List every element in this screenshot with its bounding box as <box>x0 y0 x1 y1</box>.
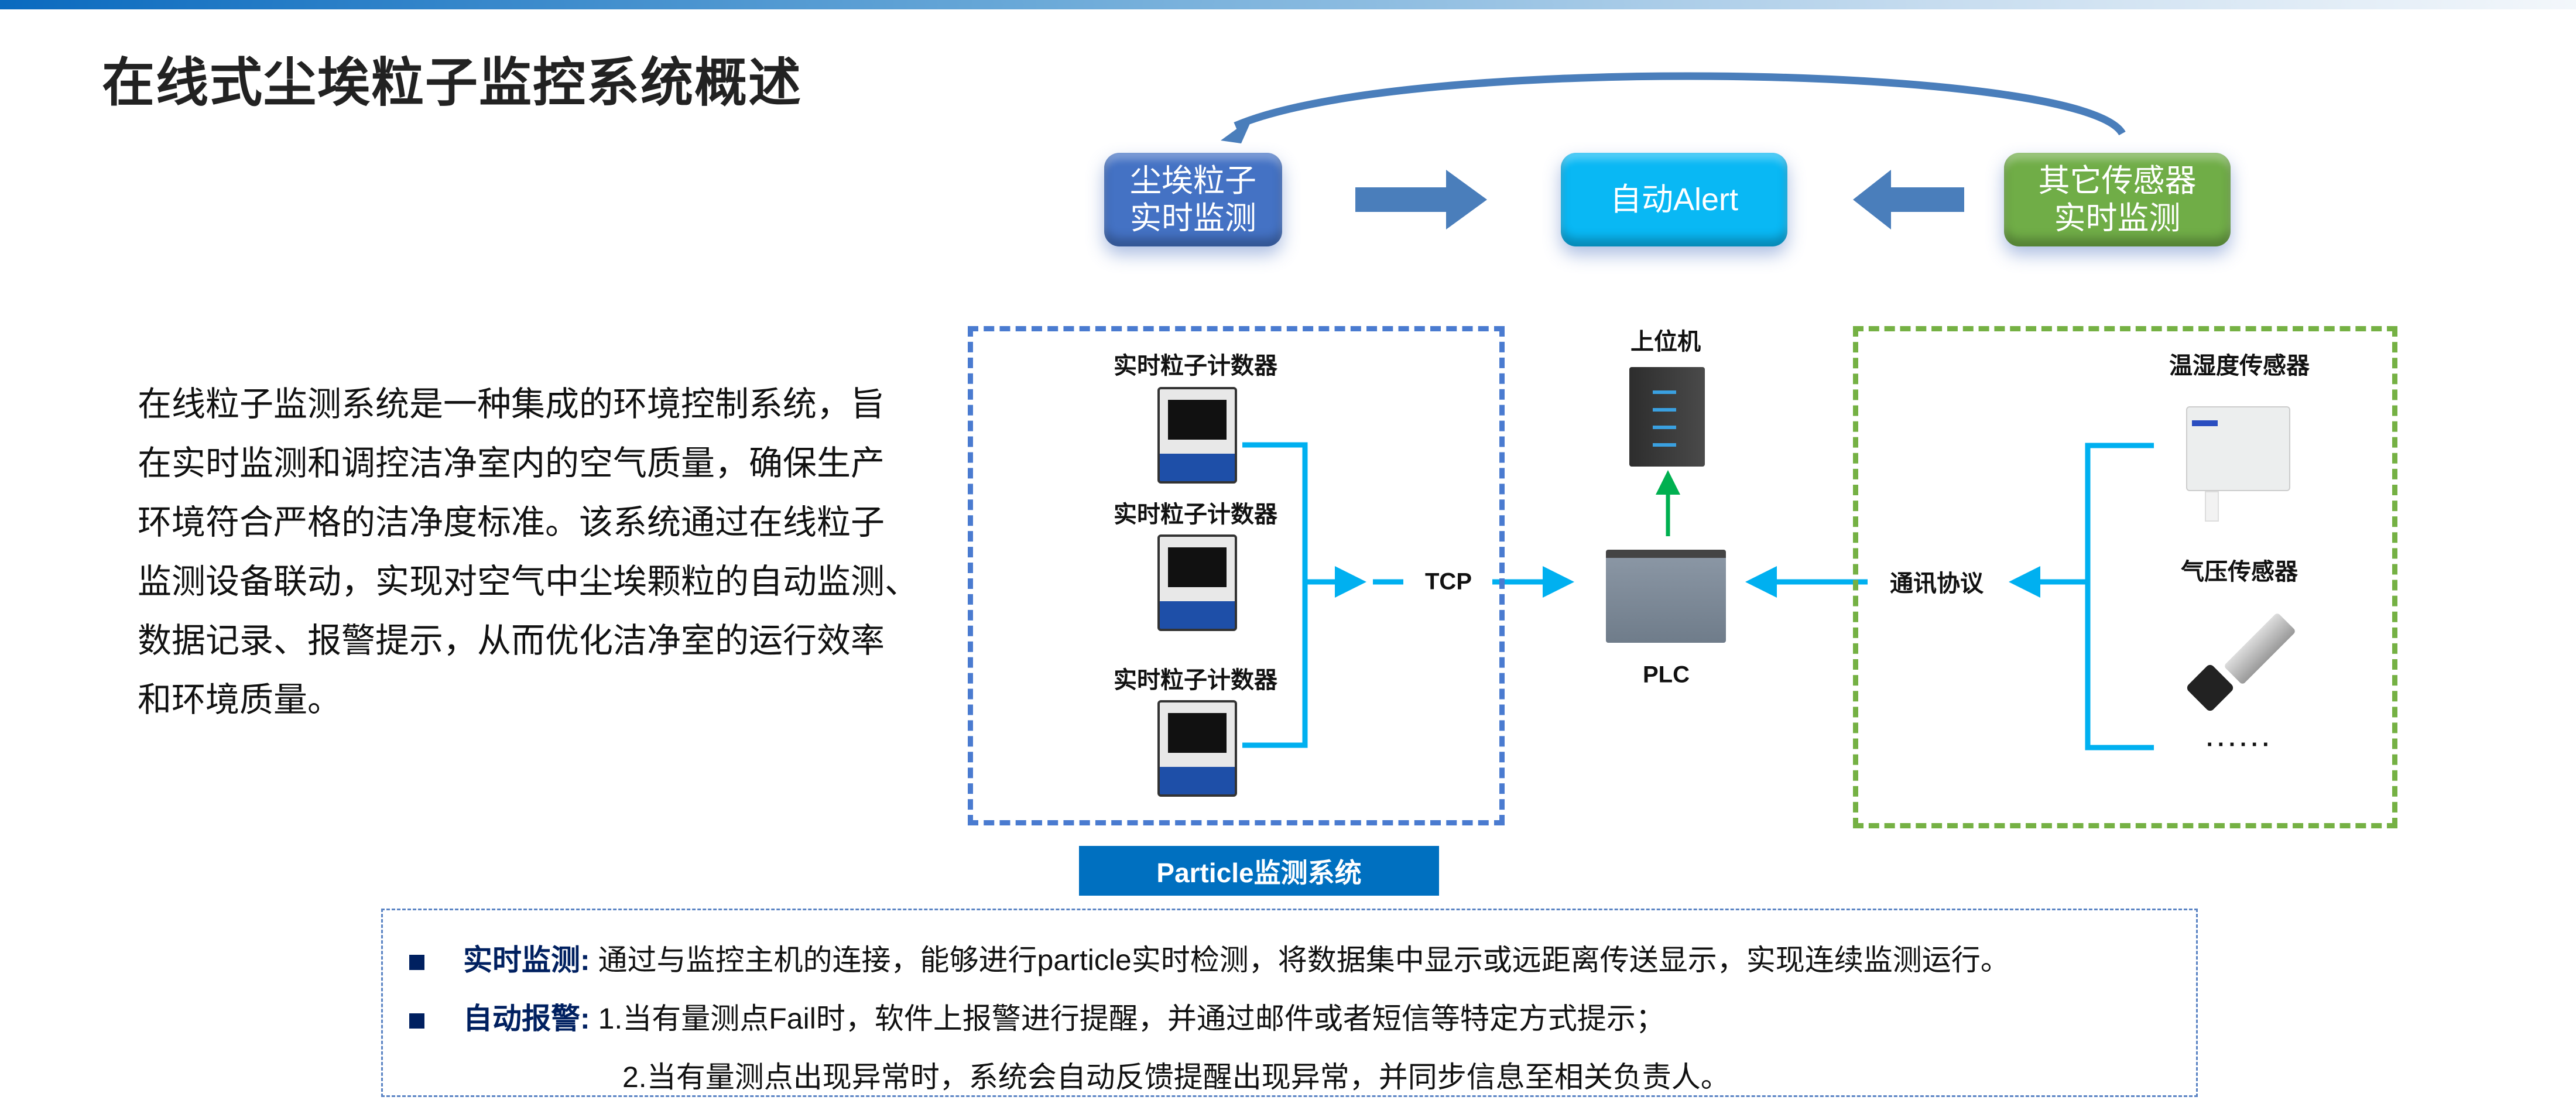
dust-particle-monitoring-box: 尘埃粒子 实时监测 <box>1104 153 1282 246</box>
feedback-arrowhead <box>1221 117 1253 143</box>
note-auto-alarm-2: 2.当有量测点出现异常时，系统会自动反馈提醒出现异常，并同步信息至相关负责人。 <box>622 1054 1730 1096</box>
note-text: 1.当有量测点Fail时，软件上报警进行提醒，并通过邮件或者短信等特定方式提示； <box>598 1002 1665 1035</box>
more-sensors-ellipsis: ...... <box>2206 725 2274 752</box>
tcp-label: TCP <box>1425 568 1472 595</box>
note-realtime-monitoring: 实时监测: 通过与监控主机的连接，能够进行particle实时检测，将数据集中显… <box>409 937 2010 979</box>
feature-notes-box: 实时监测: 通过与监控主机的连接，能够进行particle实时检测，将数据集中显… <box>381 909 2198 1097</box>
bullet-square-icon <box>409 954 424 970</box>
temp-humidity-sensor-icon <box>2186 406 2290 522</box>
counter-label: 实时粒子计数器 <box>1114 502 1277 527</box>
temp-humidity-sensor-label: 温湿度传感器 <box>2169 353 2310 379</box>
note-text: 通过与监控主机的连接，能够进行particle实时检测，将数据集中显示或远距离传… <box>598 944 2010 976</box>
counter-label: 实时粒子计数器 <box>1114 353 1277 379</box>
note-auto-alarm: 自动报警: 1.当有量测点Fail时，软件上报警进行提醒，并通过邮件或者短信等特… <box>409 995 1665 1037</box>
particle-system-label: Particle监测系统 <box>1079 846 1439 896</box>
box-line: 实时监测 <box>1130 201 1256 236</box>
pressure-sensor-icon <box>2181 588 2307 718</box>
note-text: 2.当有量测点出现异常时，系统会自动反馈提醒出现异常，并同步信息至相关负责人。 <box>622 1061 1730 1094</box>
bullet-square-icon <box>409 1013 424 1029</box>
top-accent-bar <box>0 0 2576 9</box>
page-title: 在线式尘埃粒子监控系统概述 <box>102 54 802 112</box>
paragraph-line: 在线粒子监测系统是一种集成的环境控制系统，旨 <box>138 385 885 423</box>
box-line: 尘埃粒子 <box>1130 163 1256 198</box>
particle-counter-device <box>1157 700 1237 797</box>
counter-label: 实时粒子计数器 <box>1114 667 1277 693</box>
auto-alert-box: 自动Alert <box>1561 153 1787 246</box>
pressure-sensor-label: 气压传感器 <box>2181 559 2298 585</box>
other-sensors-monitoring-box: 其它传感器 实时监测 <box>2004 153 2231 246</box>
server-icon <box>1629 367 1705 467</box>
paragraph-line: 数据记录、报警提示，从而优化洁净室的运行效率 <box>138 622 885 660</box>
particle-counter-device <box>1157 534 1237 631</box>
note-key: 自动报警: <box>463 1002 590 1035</box>
feedback-curve-arrow <box>1234 72 2126 136</box>
right-block-arrow <box>1355 170 1487 229</box>
paragraph-line: 和环境质量。 <box>138 681 342 719</box>
paragraph-line: 在实时监测和调控洁净室内的空气质量，确保生产 <box>138 444 885 482</box>
description-paragraph: 在线粒子监测系统是一种集成的环境控制系统，旨 在实时监测和调控洁净室内的空气质量… <box>138 375 919 729</box>
box-line: 其它传感器 <box>2038 163 2197 198</box>
sensor-bus-line <box>2085 443 2154 750</box>
counter-bus-line <box>1242 442 1308 748</box>
particle-counter-device <box>1157 387 1237 484</box>
note-key: 实时监测: <box>463 944 590 976</box>
protocol-label: 通讯协议 <box>1890 571 1984 597</box>
plc-label: PLC <box>1643 662 1690 688</box>
plc-device-icon <box>1606 550 1726 643</box>
other-sensors-group <box>1853 326 2397 828</box>
left-block-arrow <box>1853 170 1964 229</box>
paragraph-line: 环境符合严格的洁净度标准。该系统通过在线粒子 <box>138 503 885 541</box>
host-label: 上位机 <box>1630 329 1701 355</box>
box-line: 自动Alert <box>1609 182 1739 217</box>
box-line: 实时监测 <box>2054 201 2181 236</box>
particle-system-group <box>968 326 1505 825</box>
paragraph-line: 监测设备联动，实现对空气中尘埃颗粒的自动监测、 <box>138 563 919 601</box>
